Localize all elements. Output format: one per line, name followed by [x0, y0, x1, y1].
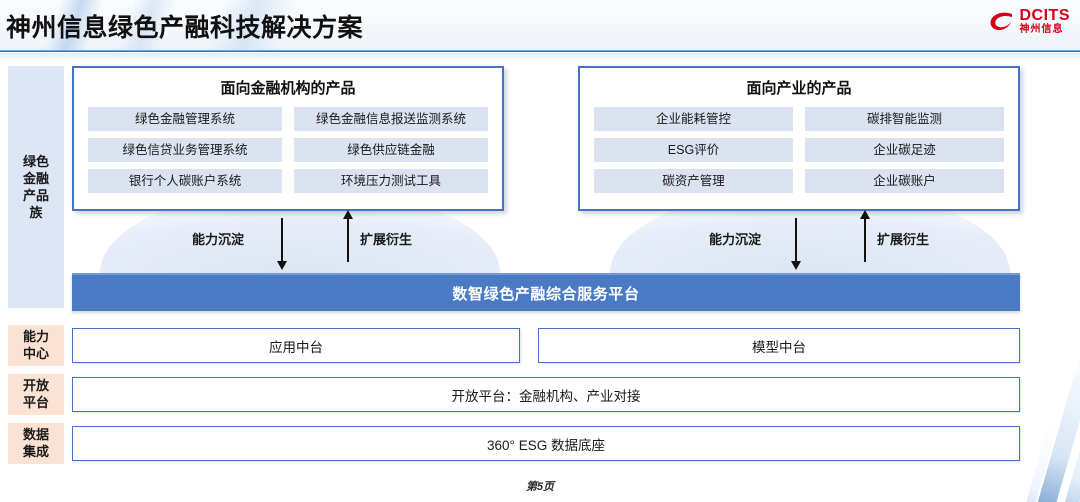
arrow-down-right [791, 218, 801, 270]
rail-data-integration: 数据集成 [8, 423, 64, 464]
product-chip[interactable]: 银行个人碳账户系统 [88, 169, 282, 193]
panel-industry-products-title: 面向产业的产品 [746, 80, 852, 97]
platform-bar-label: 数智绿色产融综合服务平台 [452, 285, 640, 303]
bar-app-middle-platform[interactable]: 应用中台 [72, 328, 520, 363]
brand-logo-en: DCITS [1019, 7, 1070, 24]
bar-esg-data-foundation[interactable]: 360° ESG 数据底座 [72, 426, 1020, 461]
page-title: 神州信息绿色产融科技解决方案 [6, 14, 364, 42]
panel-financial-products-title: 面向金融机构的产品 [220, 80, 356, 97]
diagram-stage: 绿色金融产品族 能力中心 开放平台 数据集成 面向金融机构的产品 绿色金融管理系… [0, 61, 1080, 466]
bar-model-middle-platform-label: 模型中台 [752, 339, 806, 355]
bar-open-platform-label: 开放平台：金融机构、产业对接 [451, 388, 641, 404]
panel-financial-products: 面向金融机构的产品 绿色金融管理系统 绿色金融信息报送监测系统 绿色信贷业务管理… [72, 66, 504, 211]
bar-esg-data-foundation-label: 360° ESG 数据底座 [487, 437, 605, 453]
product-chip[interactable]: 碳资产管理 [594, 169, 793, 193]
arrow-up-right [860, 210, 870, 262]
product-chip[interactable]: 绿色信贷业务管理系统 [88, 138, 282, 162]
flow-label-extension-derivation-right: 扩展衍生 [877, 232, 930, 247]
panel-financial-products-grid: 绿色金融管理系统 绿色金融信息报送监测系统 绿色信贷业务管理系统 绿色供应链金融… [74, 98, 502, 193]
product-chip[interactable]: 企业碳账户 [805, 169, 1004, 193]
flow-label-capability-precipitation-left: 能力沉淀 [192, 232, 245, 247]
panel-industry-products: 面向产业的产品 企业能耗管控 碳排智能监测 ESG评价 企业碳足迹 碳资产管理 … [578, 66, 1020, 211]
rail-product-family-label: 绿色金融产品族 [22, 153, 49, 221]
flow-label-extension-derivation-left: 扩展衍生 [360, 232, 413, 247]
bar-model-middle-platform[interactable]: 模型中台 [538, 328, 1020, 363]
slide-header: 神州信息绿色产融科技解决方案 DCITS 神州信息 [0, 0, 1080, 52]
platform-bar[interactable]: 数智绿色产融综合服务平台 [72, 273, 1020, 311]
rail-product-family: 绿色金融产品族 [8, 66, 64, 308]
arrow-up-left [343, 210, 353, 262]
brand-logo-cn: 神州信息 [1019, 24, 1064, 35]
rail-ability-center-label: 能力中心 [22, 328, 49, 361]
rail-ability-center: 能力中心 [8, 325, 64, 366]
panel-industry-products-grid: 企业能耗管控 碳排智能监测 ESG评价 企业碳足迹 碳资产管理 企业碳账户 [580, 98, 1018, 193]
page-number: 第5页 [525, 481, 555, 493]
product-chip[interactable]: 企业碳足迹 [805, 138, 1004, 162]
bar-open-platform[interactable]: 开放平台：金融机构、产业对接 [72, 377, 1020, 412]
rail-data-integration-label: 数据集成 [22, 426, 49, 459]
product-chip[interactable]: 绿色金融信息报送监测系统 [294, 107, 488, 131]
header-divider-glow [0, 53, 1080, 61]
arrow-down-left [277, 218, 287, 270]
product-chip[interactable]: 绿色供应链金融 [294, 138, 488, 162]
rail-open-platform-label: 开放平台 [22, 377, 49, 410]
product-chip[interactable]: 绿色金融管理系统 [88, 107, 282, 131]
header-divider [0, 50, 1080, 52]
product-chip[interactable]: 碳排智能监测 [805, 107, 1004, 131]
flow-label-capability-precipitation-right: 能力沉淀 [709, 232, 762, 247]
brand-logo-text: DCITS 神州信息 [1020, 8, 1071, 35]
brand-logo: DCITS 神州信息 [989, 8, 1071, 35]
product-chip[interactable]: ESG评价 [594, 138, 793, 162]
product-chip[interactable]: 环境压力测试工具 [294, 169, 488, 193]
dcits-swirl-icon [989, 12, 1012, 30]
bar-app-middle-platform-label: 应用中台 [269, 339, 323, 355]
rail-open-platform: 开放平台 [8, 374, 64, 415]
product-chip[interactable]: 企业能耗管控 [594, 107, 793, 131]
